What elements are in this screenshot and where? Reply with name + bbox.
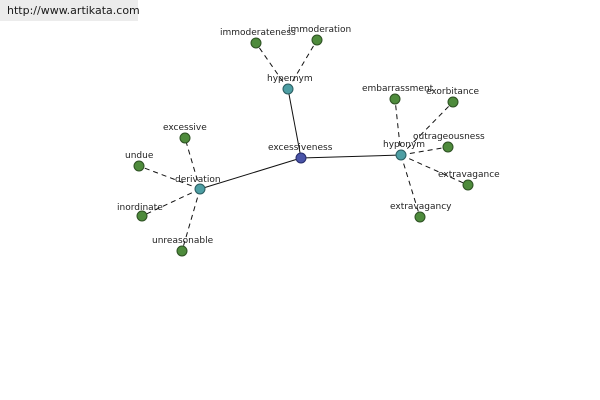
node-excessive[interactable] [179,132,191,144]
label-extravagance[interactable]: extravagance [438,170,500,180]
label-undue[interactable]: undue [125,151,154,161]
node-hyponym[interactable] [395,149,407,161]
edge-center-hypernym [287,88,302,159]
edge-derivation-unreasonable [181,188,201,252]
label-outrageousness[interactable]: outrageousness [413,132,485,142]
node-extravagance[interactable] [462,179,474,191]
label-excessiveness[interactable]: excessiveness [268,143,333,153]
label-inordinate[interactable]: inordinate [117,203,163,213]
edge-hyponym-extravagancy [400,154,421,218]
edge-hyponym-extravagance [400,154,469,186]
edge-hypernym-immoderation [287,39,318,90]
label-extravagancy[interactable]: extravagancy [390,202,452,212]
label-derivation[interactable]: derivation [175,175,221,185]
node-immoderateness[interactable] [250,37,262,49]
node-excessiveness[interactable] [295,152,307,164]
label-unreasonable[interactable]: unreasonable [152,236,214,246]
node-extravagancy[interactable] [414,211,426,223]
edge-hypernym-immoderateness [255,42,289,90]
node-outrageousness[interactable] [442,141,454,153]
edge-hyponym-embarrassment [394,98,402,156]
node-embarrassment[interactable] [389,93,401,105]
node-derivation[interactable] [194,183,206,195]
label-immoderateness[interactable]: immoderateness [220,28,296,38]
edge-derivation-inordinate [141,188,201,217]
node-immoderation[interactable] [311,34,323,46]
label-hyponym[interactable]: hyponym [383,140,425,150]
node-undue[interactable] [133,160,145,172]
node-exorbitance[interactable] [447,96,459,108]
url-banner: http://www.artikata.com [0,0,140,21]
node-hypernym[interactable] [282,83,294,95]
node-inordinate[interactable] [136,210,148,222]
edge-center-derivation [199,157,302,190]
edge-derivation-undue [138,165,201,190]
label-embarrassment[interactable]: embarrassment [362,84,434,94]
edge-hyponym-outrageousness [400,146,449,156]
node-unreasonable[interactable] [176,245,188,257]
edge-hyponym-exorbitance [400,101,454,156]
edge-center-hyponym [300,154,402,159]
label-hypernym[interactable]: hypernym [267,74,313,84]
site-url[interactable]: http://www.artikata.com [7,4,140,17]
label-excessive[interactable]: excessive [163,123,207,133]
label-immoderation[interactable]: immoderation [288,25,351,35]
label-exorbitance[interactable]: exorbitance [426,87,480,97]
